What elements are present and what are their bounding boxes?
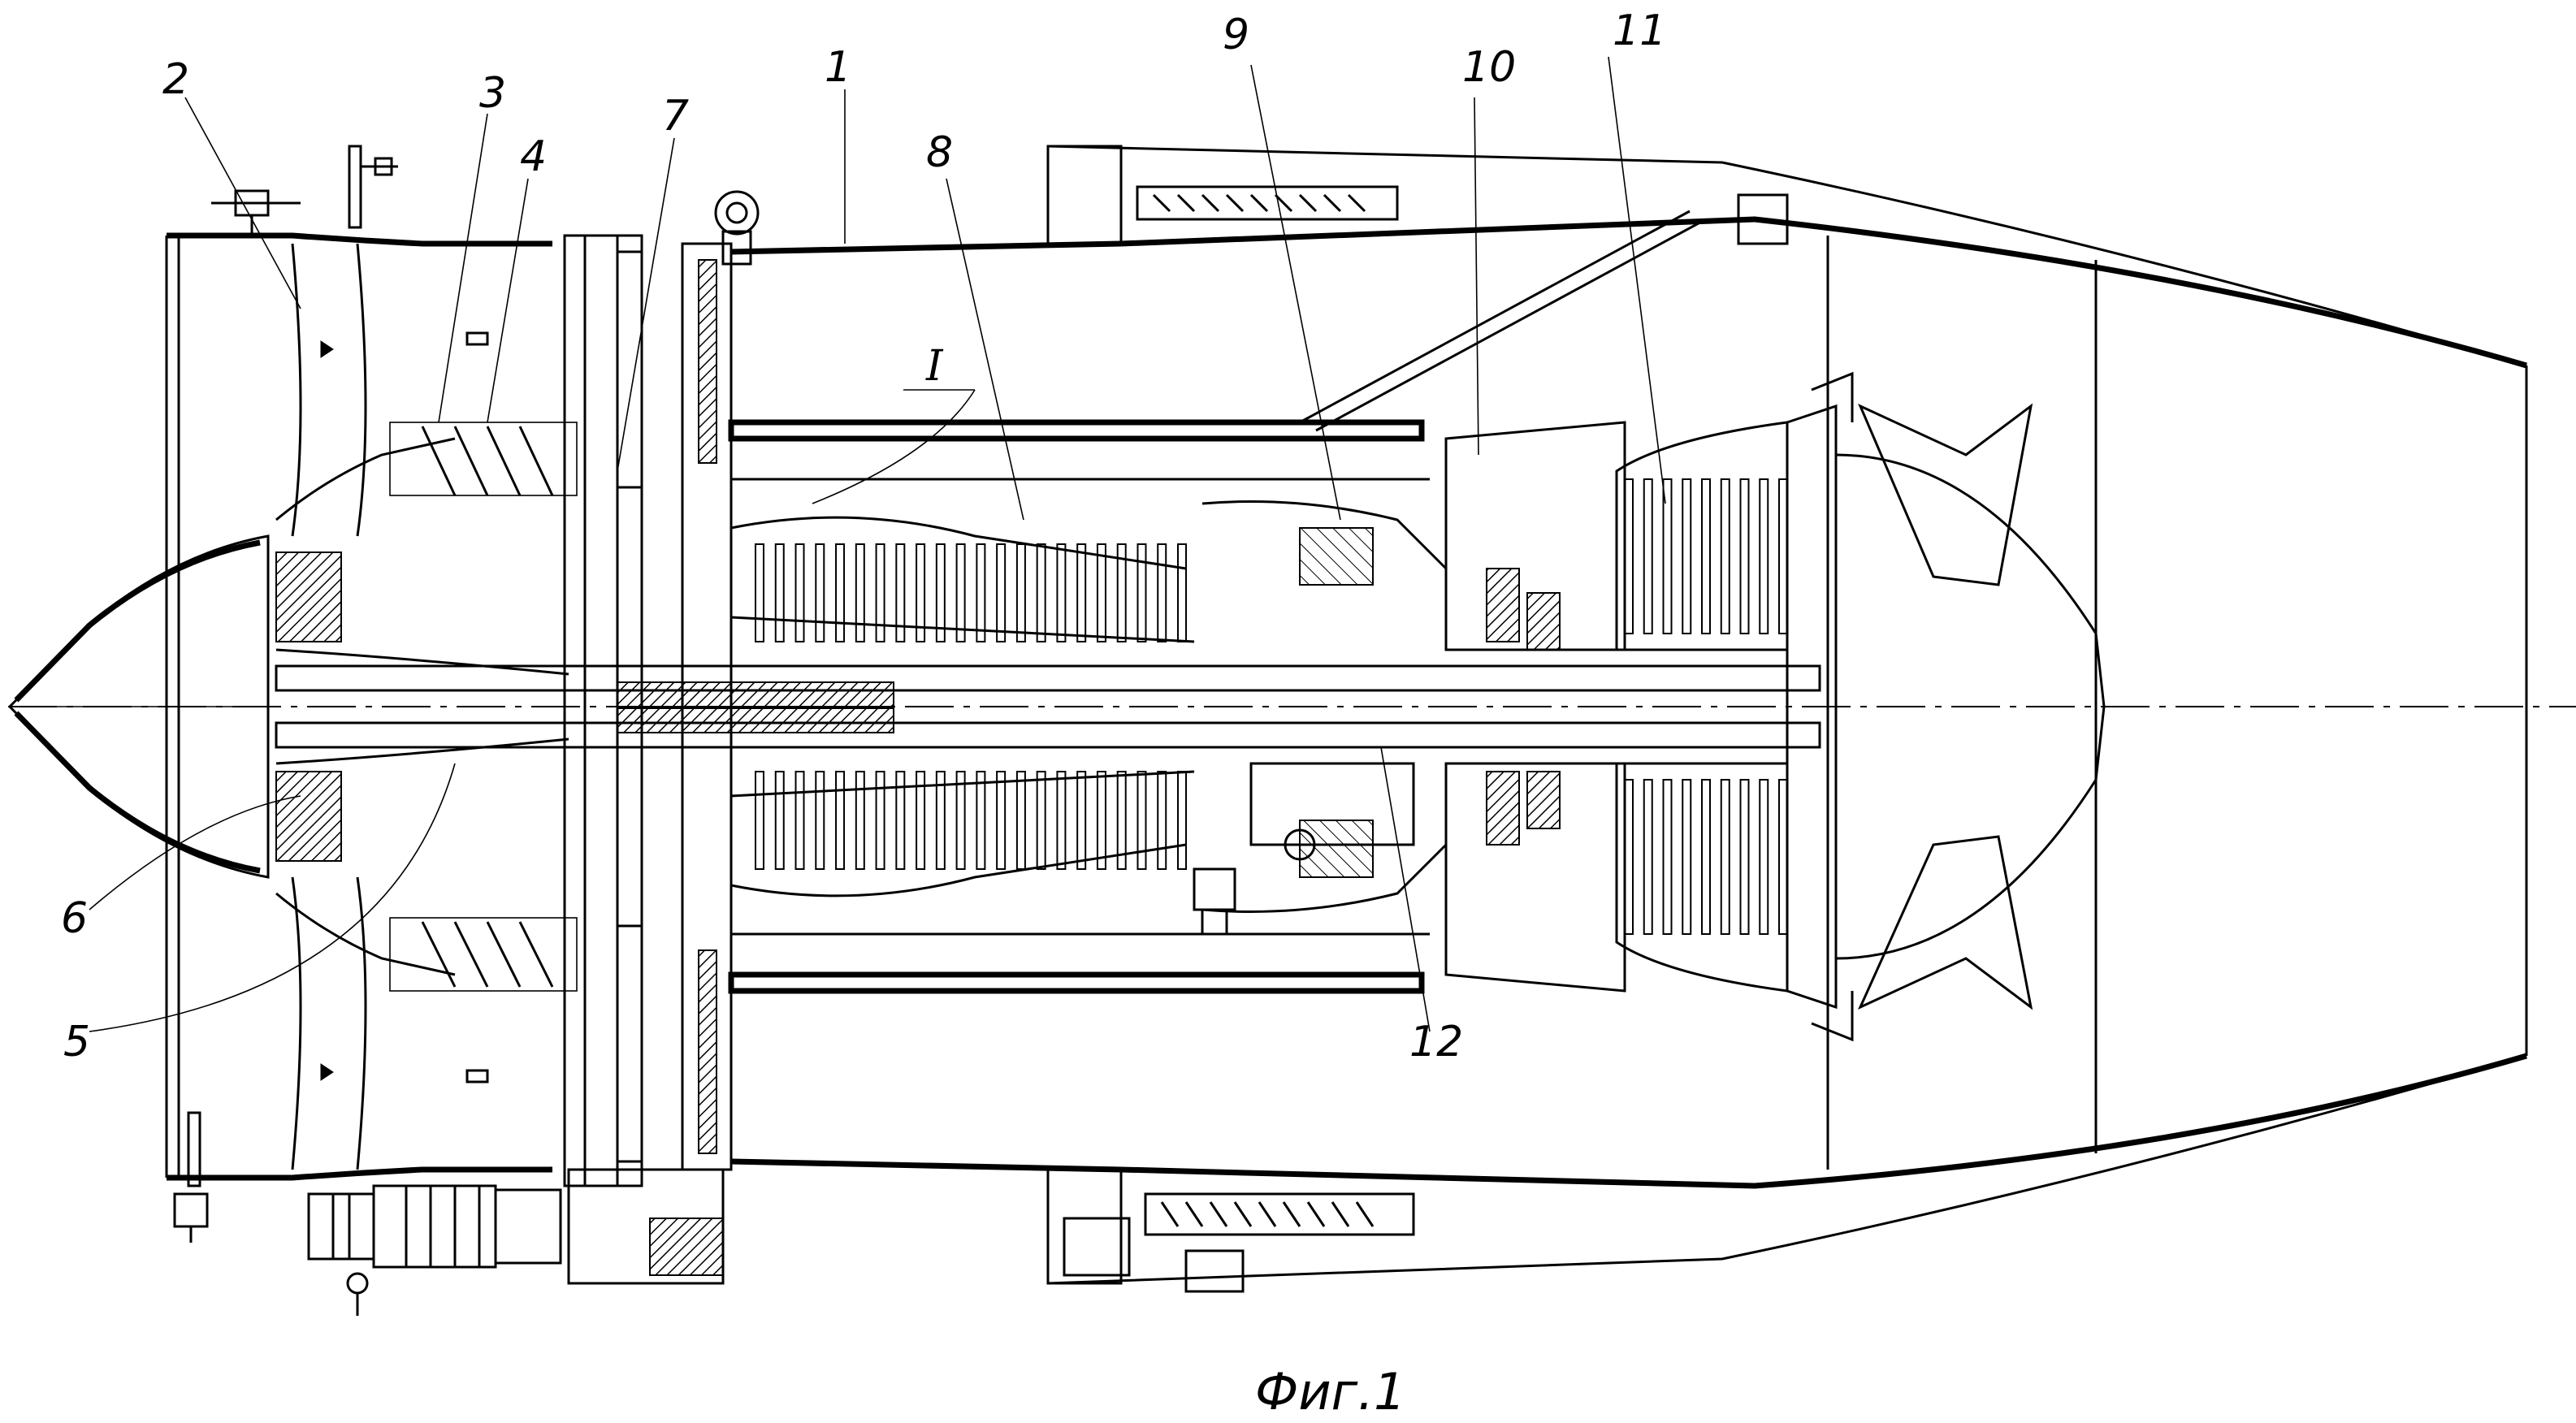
blade [794,771,805,870]
blade [1056,543,1067,642]
blade [755,771,764,870]
blade [1157,543,1167,642]
blade [955,543,966,642]
blade [875,771,885,870]
blade [1720,779,1730,935]
fan-inlet-casing [165,232,578,1181]
blade [1643,779,1653,935]
blade [1720,478,1730,634]
callout-1: 1 [825,43,851,92]
blade [976,543,986,642]
blade [835,543,846,642]
blade [1643,478,1653,634]
figure-caption: Фиг.1 [1255,1362,1405,1421]
bypass-duct-casing [730,145,2528,1293]
callout-5: 5 [63,1018,90,1066]
blade [1177,771,1187,870]
callout-6: 6 [61,894,88,943]
blade [1739,478,1750,634]
blade [1056,771,1067,870]
blade [1096,543,1106,642]
blade [774,543,785,642]
blade [794,543,805,642]
blade [1177,543,1187,642]
blade [916,543,926,642]
blade [1157,771,1167,870]
hp-compressor-blades-top [755,543,1187,642]
lp-turbine-blades-bottom [1624,779,1788,935]
blade [1701,478,1711,634]
blade [935,543,946,642]
blade [855,543,865,642]
blade [996,771,1007,870]
blade [1015,771,1026,870]
blade [1682,779,1692,935]
callout-8: 8 [926,128,953,177]
blade [1759,779,1769,935]
blade [1076,771,1087,870]
inlet-top-accessories [211,145,398,236]
blade [1662,478,1673,634]
callout-11: 11 [1613,6,1666,55]
blade [1682,478,1692,634]
blade [996,543,1007,642]
exhaust-cone [1786,371,2106,1042]
blade [1036,543,1046,642]
blade [1015,543,1026,642]
hp-compressor-blades-bottom [755,771,1187,870]
engine-shaft [275,648,1821,765]
callout-I: I [925,342,944,391]
blade [895,771,906,870]
callout-12: 12 [1409,1018,1463,1066]
blade [1076,543,1087,642]
blade [815,543,825,642]
blade [815,771,825,870]
blade [916,771,926,870]
lp-turbine-blades-top [1624,478,1788,634]
starter-gearbox [173,1111,725,1316]
blade [1136,543,1147,642]
callout-10: 10 [1462,43,1516,92]
blade [1116,543,1127,642]
blade [755,543,764,642]
blade [1036,771,1046,870]
blade [955,771,966,870]
blade [935,771,946,870]
blade [1624,478,1634,634]
blade [1136,771,1147,870]
leader-lines [89,56,1666,1032]
callout-4: 4 [520,132,547,181]
blade [1701,779,1711,935]
blade [835,771,846,870]
blade [774,771,785,870]
blade [1096,771,1106,870]
blade [1662,779,1673,935]
blade [976,771,986,870]
blade [855,771,865,870]
blade [1739,779,1750,935]
callout-7: 7 [662,92,689,141]
callout-9: 9 [1223,11,1249,59]
blade [1624,779,1634,935]
blade [1759,478,1769,634]
callout-2: 2 [162,55,189,104]
blade [895,543,906,642]
blade [1116,771,1127,870]
callout-3: 3 [479,69,506,118]
callout-labels: 1 2 3 4 5 6 7 8 9 10 11 12 I [61,6,1666,1066]
hp-turbine [1444,421,1626,993]
combustion-chamber [1193,500,1448,936]
blade [875,543,885,642]
